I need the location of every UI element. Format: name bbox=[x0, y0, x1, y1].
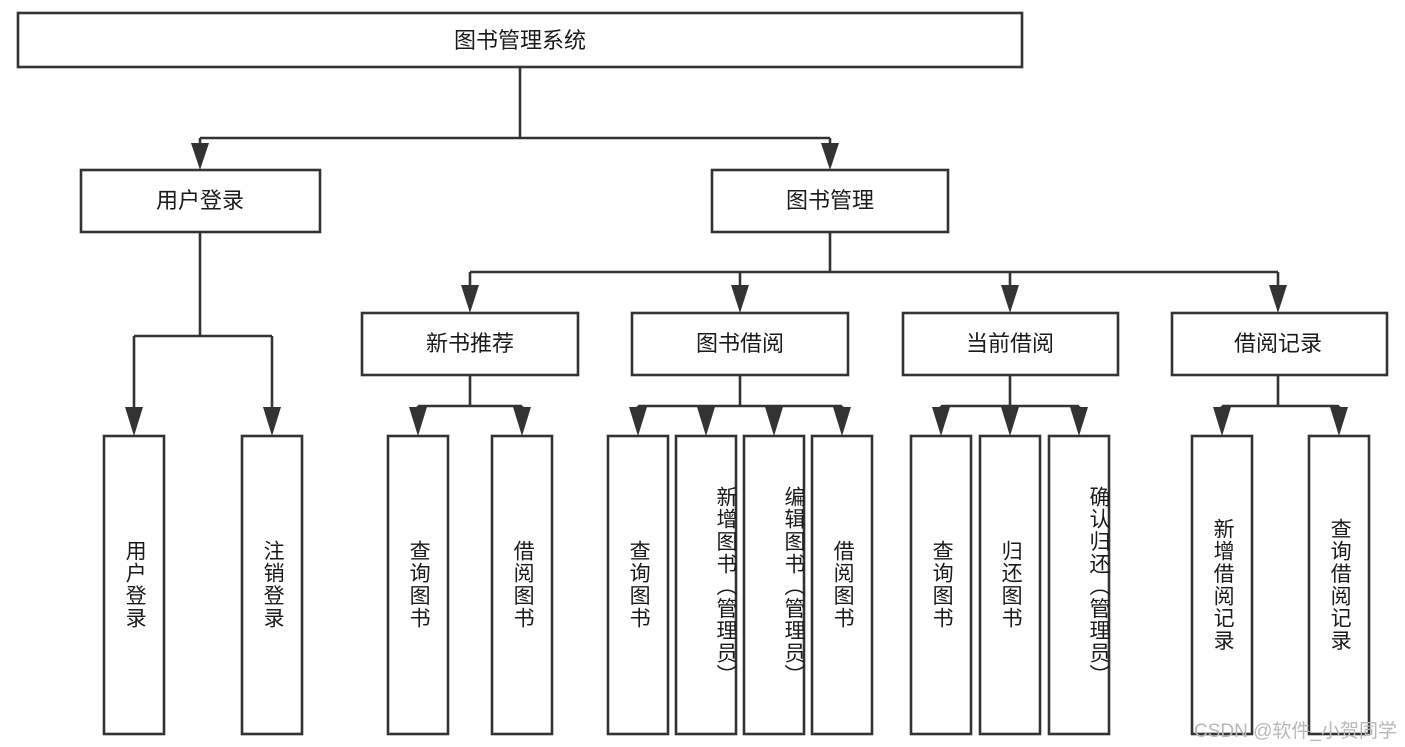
arrow-to-current-borrow bbox=[1001, 285, 1019, 313]
connector-group-current-borrow bbox=[932, 375, 1088, 436]
node-book-borrow-label: 图书借阅 bbox=[696, 331, 784, 356]
node-new-book-rec[interactable]: 新书推荐 bbox=[360, 311, 580, 377]
node-root[interactable]: 图书管理系统 bbox=[16, 11, 1024, 69]
node-book-manage[interactable]: 图书管理 bbox=[710, 168, 950, 234]
arrow-to-leaf-confirm-return bbox=[1070, 407, 1088, 436]
node-leaf-add-book-box[interactable] bbox=[674, 434, 738, 736]
node-current-borrow-box[interactable] bbox=[901, 311, 1120, 377]
node-leaf-query-book-borrow-box[interactable] bbox=[606, 434, 670, 736]
arrow-root-to-book-manage bbox=[821, 143, 839, 170]
arrow-root-to-user-login bbox=[191, 143, 209, 170]
arrow-to-leaf-query-book-borrow bbox=[629, 407, 647, 436]
arrow-to-leaf-borrow-book-rec bbox=[513, 407, 531, 436]
node-root-box[interactable] bbox=[16, 11, 1024, 69]
arrow-to-borrow-record bbox=[1269, 285, 1287, 313]
node-borrow-record-box[interactable] bbox=[1170, 311, 1389, 377]
node-leaf-borrow-book-box[interactable] bbox=[810, 434, 874, 736]
arrow-to-leaf-return-book bbox=[1001, 407, 1019, 436]
connector-group-new-book-rec bbox=[409, 375, 531, 436]
node-leaf-query-record-box[interactable] bbox=[1307, 434, 1371, 736]
node-user-login-label: 用户登录 bbox=[156, 188, 244, 213]
arrow-to-leaf-user-login bbox=[125, 407, 143, 436]
arrow-to-leaf-add-record bbox=[1213, 407, 1231, 436]
connector-group-user-login bbox=[125, 232, 281, 436]
node-leaf-query-book-current-box[interactable] bbox=[909, 434, 973, 736]
arrow-to-leaf-add-book bbox=[697, 407, 715, 436]
leaf-boxes bbox=[102, 434, 1371, 736]
connector-group-borrow-record bbox=[1213, 375, 1348, 436]
arrow-to-leaf-query-record bbox=[1330, 407, 1348, 436]
arrow-to-leaf-borrow-book bbox=[833, 407, 851, 436]
node-borrow-record-label: 借阅记录 bbox=[1234, 331, 1322, 356]
node-root-label: 图书管理系统 bbox=[454, 28, 586, 53]
arrow-to-leaf-user-logout bbox=[263, 407, 281, 436]
node-leaf-add-record-box[interactable] bbox=[1190, 434, 1254, 736]
node-new-book-rec-box[interactable] bbox=[360, 311, 580, 377]
node-leaf-edit-book-box[interactable] bbox=[742, 434, 806, 736]
node-leaf-user-login-box[interactable] bbox=[102, 434, 166, 736]
node-leaf-user-logout-box[interactable] bbox=[240, 434, 304, 736]
arrow-to-leaf-edit-book bbox=[765, 407, 783, 436]
arrow-to-leaf-query-book-current bbox=[932, 407, 950, 436]
arrow-to-book-borrow bbox=[731, 285, 749, 313]
connector-group-book-borrow bbox=[629, 375, 851, 436]
csdn-watermark: CSDN @软件_小贺同学 bbox=[1194, 721, 1397, 742]
node-book-borrow[interactable]: 图书借阅 bbox=[630, 311, 850, 377]
node-current-borrow[interactable]: 当前借阅 bbox=[901, 311, 1120, 377]
arrow-to-leaf-query-book-rec bbox=[409, 407, 427, 436]
node-user-login-box[interactable] bbox=[79, 168, 322, 234]
connector-group-root bbox=[191, 68, 839, 170]
node-current-borrow-label: 当前借阅 bbox=[966, 331, 1054, 356]
node-book-manage-label: 图书管理 bbox=[786, 188, 874, 213]
node-borrow-record[interactable]: 借阅记录 bbox=[1170, 311, 1389, 377]
node-book-borrow-box[interactable] bbox=[630, 311, 850, 377]
node-leaf-query-book-rec-box[interactable] bbox=[386, 434, 450, 736]
node-book-manage-box[interactable] bbox=[710, 168, 950, 234]
node-new-book-rec-label: 新书推荐 bbox=[426, 331, 514, 356]
arrow-to-new-book-rec bbox=[461, 285, 479, 313]
node-leaf-borrow-book-rec-box[interactable] bbox=[490, 434, 554, 736]
node-leaf-return-book-box[interactable] bbox=[978, 434, 1042, 736]
connector-group-book-manage bbox=[461, 232, 1287, 313]
node-user-login[interactable]: 用户登录 bbox=[79, 168, 322, 234]
node-leaf-confirm-return-box[interactable] bbox=[1047, 434, 1111, 736]
